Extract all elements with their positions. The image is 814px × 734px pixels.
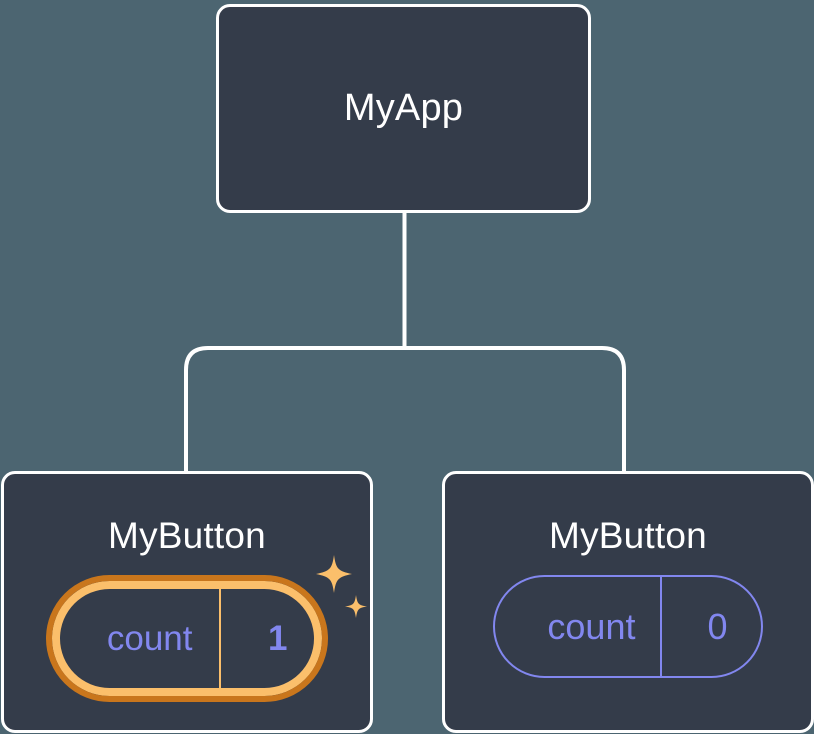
state-badge-wrapper-left: count 1 xyxy=(46,555,367,702)
state-badge-left[interactable]: count 1 xyxy=(46,575,328,702)
node-label-child-left: MyButton xyxy=(108,515,266,556)
state-badge-right[interactable]: count 0 xyxy=(493,575,763,678)
node-label-root: MyApp xyxy=(343,87,464,129)
state-badge-wrapper-right: count 0 xyxy=(493,575,763,678)
state-divider-left xyxy=(219,583,222,694)
node-card-child-left[interactable]: MyButton count 1 xyxy=(1,471,373,733)
node-label-child-right: MyButton xyxy=(549,515,707,556)
child-left-content: MyButton count 1 xyxy=(4,515,370,702)
state-value-left: 1 xyxy=(267,618,288,658)
connector-branch-bus xyxy=(184,346,626,472)
state-divider-right xyxy=(659,577,662,676)
child-right-content: MyButton count 0 xyxy=(445,515,811,678)
node-card-child-right[interactable]: MyButton count 0 xyxy=(442,471,814,733)
state-key-right: count xyxy=(547,605,636,647)
node-card-root[interactable]: MyApp xyxy=(216,4,591,213)
sparkle-small-icon xyxy=(345,595,367,618)
state-key-left: count xyxy=(106,618,193,658)
state-value-right: 0 xyxy=(707,605,728,647)
